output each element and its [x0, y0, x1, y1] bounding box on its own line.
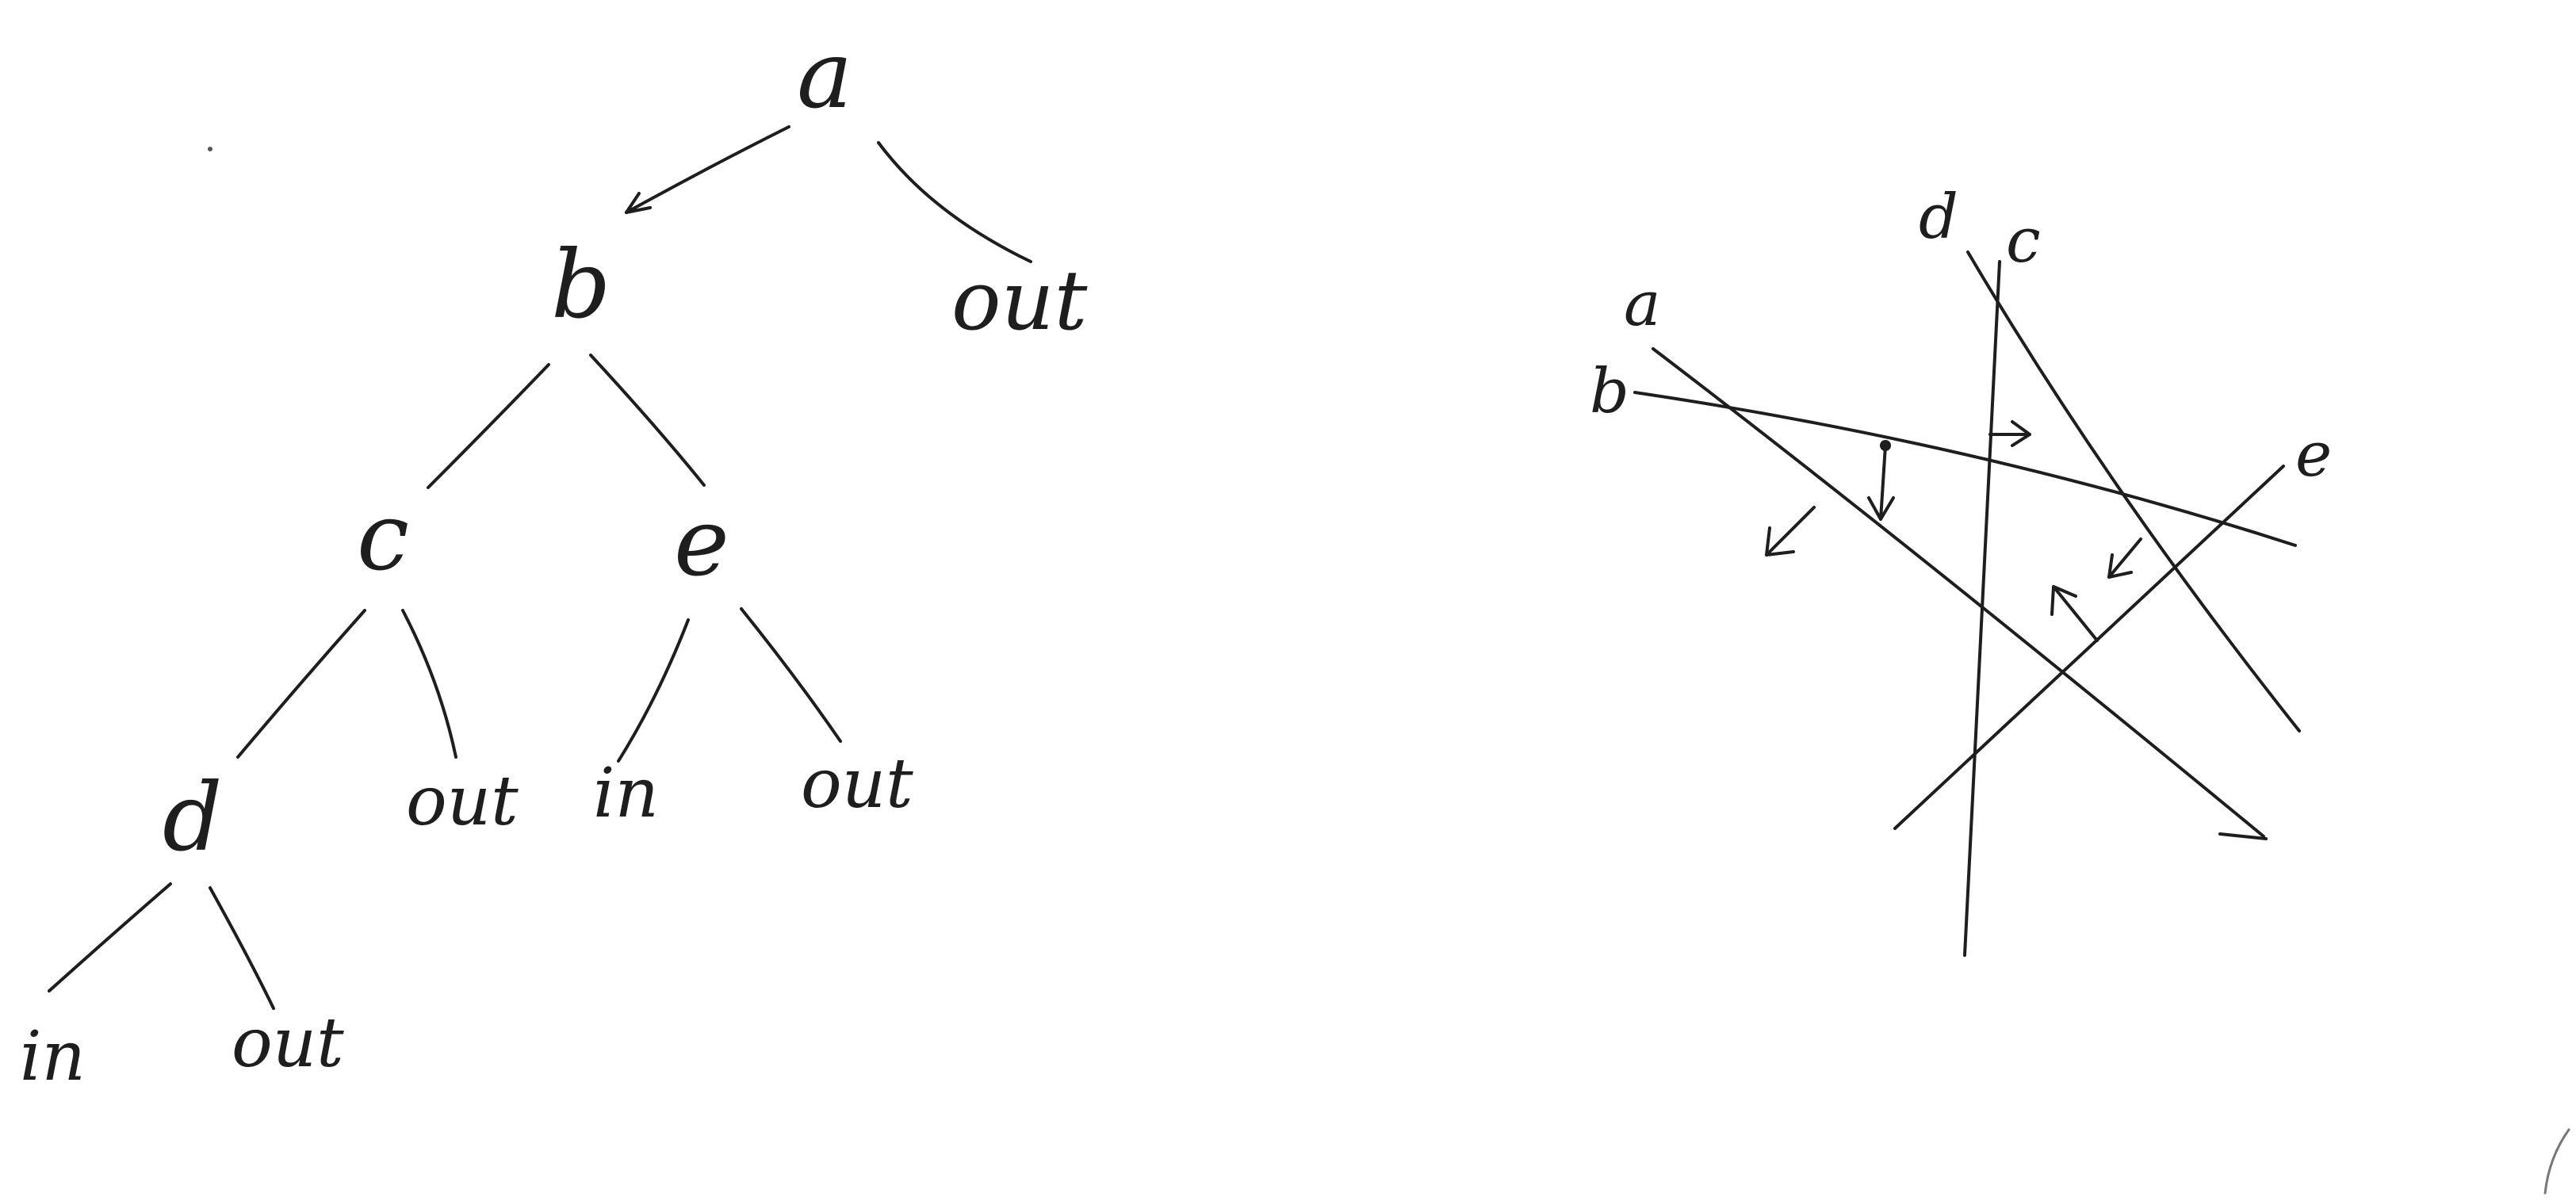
leaf-e-out-label: out — [801, 744, 913, 824]
arrow-d — [2107, 537, 2142, 579]
edge-e-in — [617, 618, 690, 763]
line-a-label: a — [1624, 269, 1661, 340]
arrow-a — [1765, 506, 1816, 557]
leaf-d-out-label: out — [232, 1004, 344, 1083]
corner-mark — [2543, 1128, 2570, 1195]
edge-c-out — [401, 609, 457, 759]
node-e-label: e — [674, 488, 729, 597]
node-c-label: c — [357, 482, 409, 591]
line-b-label: b — [1590, 356, 1629, 427]
stray-dot — [208, 147, 212, 151]
line-a-end-hook — [2218, 832, 2268, 840]
line-e — [1893, 465, 2285, 830]
edge-a-out — [877, 141, 1032, 263]
line-a — [1652, 347, 2265, 838]
edge-d-out — [209, 886, 275, 1010]
arrow-b — [1867, 444, 1895, 521]
edge-e-out — [740, 607, 842, 743]
arrow-c — [1988, 420, 2031, 447]
line-e-label: e — [2295, 419, 2332, 491]
edge-b-c — [427, 363, 550, 489]
binary-tree: a b c e d out out in out in out — [20, 20, 1088, 1096]
line-b — [1633, 391, 2297, 547]
edge-d-in — [48, 882, 172, 993]
edge-c-d — [236, 609, 366, 759]
leaf-c-out-label: out — [406, 762, 519, 841]
edge-a-b — [625, 125, 790, 214]
node-b-label: b — [551, 230, 611, 339]
arrow-b-dot — [1880, 440, 1891, 451]
leaf-d-in-label: in — [20, 1017, 86, 1096]
leaf-a-out-label: out — [951, 252, 1088, 349]
edge-b-e — [589, 354, 706, 487]
arrow-e — [2050, 585, 2099, 642]
arrowhead-a-b — [625, 192, 652, 214]
line-arrangement: a b c d e — [1590, 182, 2332, 957]
line-c-label: c — [2006, 205, 2041, 277]
leaf-e-in-label: in — [593, 754, 659, 833]
node-a-label: a — [797, 20, 852, 129]
line-d-label: d — [1919, 182, 1958, 253]
line-d — [1966, 251, 2301, 732]
line-c — [1963, 260, 2001, 957]
node-d-label: d — [163, 763, 223, 872]
